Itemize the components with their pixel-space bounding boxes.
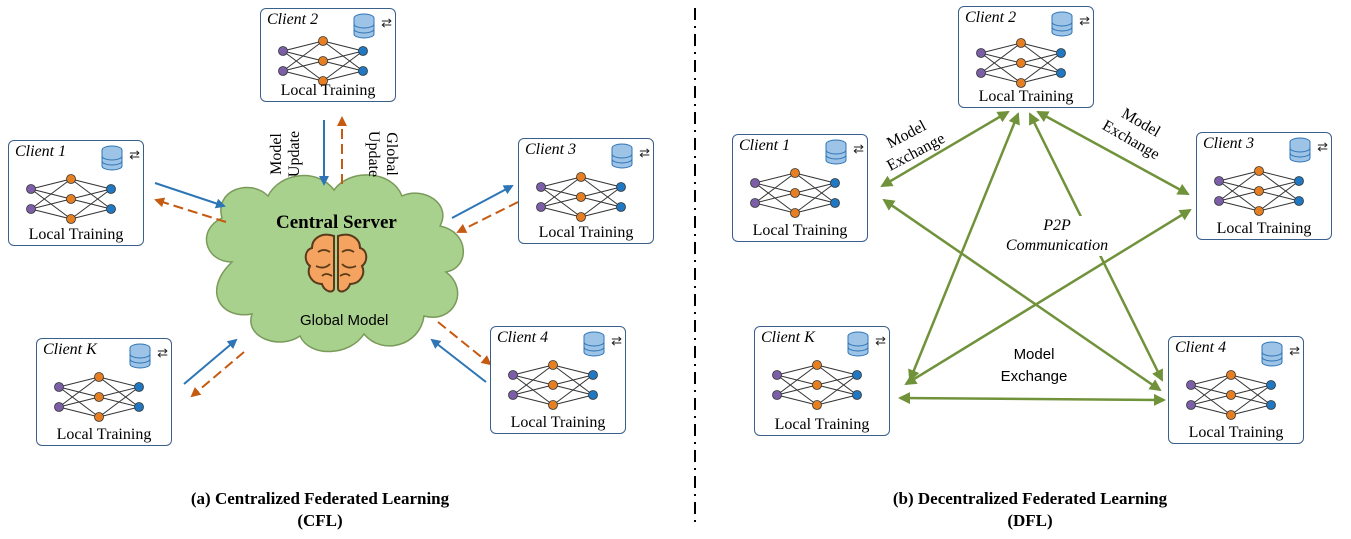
neural-network-icon: [536, 172, 626, 222]
local-training-label: Local Training: [774, 416, 870, 433]
sync-icon: ⇄: [157, 345, 168, 360]
database-icon: [1289, 137, 1311, 163]
local-training-label: Local Training: [510, 414, 606, 431]
neural-network-icon: [750, 168, 840, 218]
cfl-client-k[interactable]: Client K ⇄ Local Training: [36, 338, 172, 446]
local-training-label: Local Training: [280, 82, 376, 99]
database-icon: [847, 331, 869, 357]
client-name: Client K: [43, 341, 97, 358]
central-server-title: Central Server: [276, 212, 397, 233]
dfl-client-3[interactable]: Client 3 ⇄ Local Training: [1196, 132, 1332, 240]
neural-network-icon: [1186, 370, 1276, 420]
sync-icon: ⇄: [875, 333, 886, 348]
cfl-client-3[interactable]: Client 3 ⇄ Local Training: [518, 138, 654, 244]
database-icon: [583, 331, 605, 357]
cfl-caption: (a) Centralized Federated Learning(CFL): [190, 489, 450, 530]
global-model-label: Global Model: [300, 312, 389, 329]
dfl-caption: (b) Decentralized Federated Learning(DFL…: [892, 489, 1168, 530]
sync-icon: ⇄: [381, 15, 392, 30]
client-name: Client 3: [1203, 135, 1255, 152]
client-name: Client 3: [525, 141, 577, 158]
dfl-client-k[interactable]: Client K ⇄ Local Training: [754, 326, 890, 436]
local-training-label: Local Training: [56, 426, 152, 443]
local-training-label: Local Training: [752, 222, 848, 239]
sync-icon: ⇄: [1289, 343, 1300, 358]
client-name: Client K: [761, 329, 815, 346]
sync-icon: ⇄: [129, 147, 140, 162]
neural-network-icon: [772, 360, 862, 410]
cfl-client-4[interactable]: Client 4 ⇄ Local Training: [490, 326, 626, 434]
sync-icon: ⇄: [639, 145, 650, 160]
database-icon: [825, 139, 847, 165]
client-name: Client 2: [267, 11, 319, 28]
sync-icon: ⇄: [611, 333, 622, 348]
local-training-label: Local Training: [978, 88, 1074, 105]
dfl-client-4[interactable]: Client 4 ⇄ Local Training: [1168, 336, 1304, 444]
sync-icon: ⇄: [1079, 13, 1090, 28]
cfl-client-2[interactable]: Client 2 ⇄ Local Training: [260, 8, 396, 102]
client-name: Client 2: [965, 9, 1017, 26]
client-name: Client 4: [1175, 339, 1227, 356]
local-training-label: Local Training: [28, 226, 124, 243]
local-training-label: Local Training: [538, 224, 634, 241]
local-training-label: Local Training: [1216, 220, 1312, 237]
neural-network-icon: [278, 36, 368, 86]
brain-icon: [304, 233, 368, 293]
database-icon: [1261, 341, 1283, 367]
database-icon: [611, 143, 633, 169]
sync-icon: ⇄: [853, 141, 864, 156]
neural-network-icon: [1214, 166, 1304, 216]
dfl-client-1[interactable]: Client 1 ⇄ Local Training: [732, 134, 868, 242]
database-icon: [129, 343, 151, 369]
cfl-client-1[interactable]: Client 1 ⇄ Local Training: [8, 140, 144, 246]
neural-network-icon: [54, 372, 144, 422]
neural-network-icon: [976, 38, 1066, 88]
dfl-client-2[interactable]: Client 2 ⇄ Local Training: [958, 6, 1094, 108]
neural-network-icon: [26, 174, 116, 224]
client-name: Client 1: [739, 137, 791, 154]
client-name: Client 1: [15, 143, 67, 160]
database-icon: [353, 13, 375, 39]
database-icon: [101, 145, 123, 171]
cfl-arrows: [154, 116, 519, 398]
sync-icon: ⇄: [1317, 139, 1328, 154]
client-name: Client 4: [497, 329, 549, 346]
database-icon: [1051, 11, 1073, 37]
local-training-label: Local Training: [1188, 424, 1284, 441]
neural-network-icon: [508, 360, 598, 410]
